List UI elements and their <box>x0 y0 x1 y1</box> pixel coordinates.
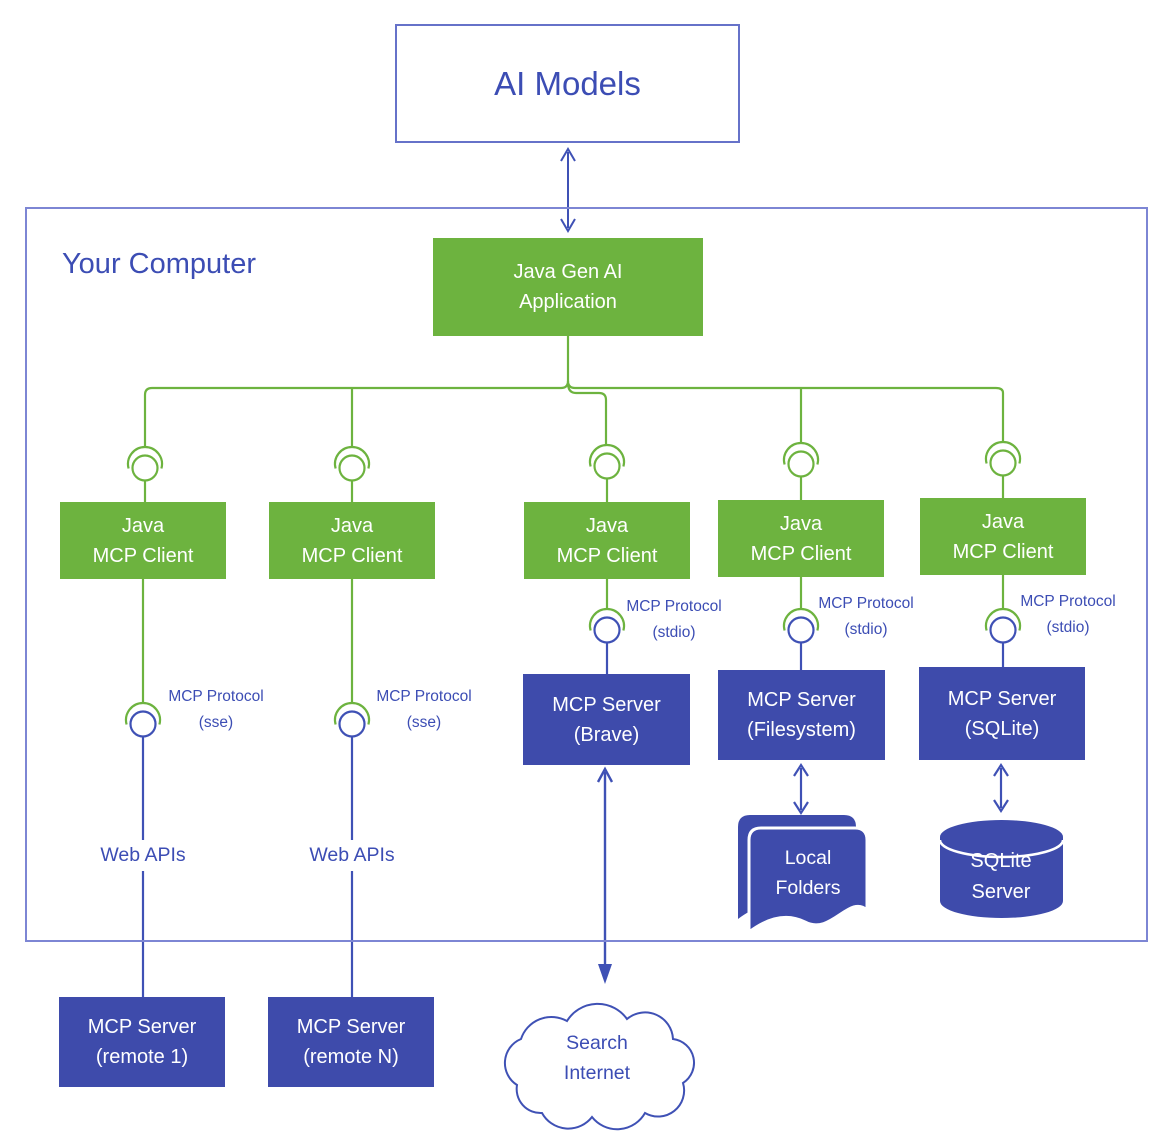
ai-models-node: AI Models <box>395 24 740 143</box>
client-2-line2: MCP Client <box>301 544 403 567</box>
mcp-protocol-stdio-label-4: MCP Protocol (stdio) <box>808 591 924 642</box>
java-mcp-client-4-node: Java MCP Client <box>718 500 884 577</box>
ai-app-double-arrow-icon <box>560 147 576 233</box>
client-1-line2: MCP Client <box>92 544 194 567</box>
server-remote1-line1: MCP Server <box>87 1016 197 1038</box>
internet-cloud-icon <box>503 1002 696 1131</box>
java-gen-ai-application-node: Java Gen AI Application <box>433 238 703 336</box>
client-5-line1: Java <box>981 510 1025 533</box>
mcp-protocol-sse-label-2: MCP Protocol (sse) <box>366 684 482 735</box>
mcp-protocol-sse-label-1: MCP Protocol (sse) <box>158 684 274 735</box>
server-remoteN-line2: (remote N) <box>303 1046 399 1068</box>
your-computer-label: Your Computer <box>62 248 256 280</box>
brave-internet-double-arrow-icon <box>596 766 614 984</box>
mcp-server-filesystem-node: MCP Server (Filesystem) <box>718 670 885 760</box>
local-folders-line1: Local <box>784 847 832 869</box>
server-remote1-line2: (remote 1) <box>95 1046 189 1068</box>
server-remoteN-line1: MCP Server <box>296 1016 406 1038</box>
protocol-line1: MCP Protocol <box>818 595 914 612</box>
client-branch-lines <box>141 336 1005 703</box>
mcp-protocol-stdio-label-3: MCP Protocol (stdio) <box>616 594 732 645</box>
local-folders-line2: Folders <box>775 877 841 900</box>
web-apis-label-2: Web APIs <box>292 842 412 869</box>
server-brave-line1: MCP Server <box>552 693 661 716</box>
mcp-server-remoteN-node: MCP Server (remote N) <box>268 997 434 1087</box>
sqlite-db-double-arrow-icon <box>993 762 1009 814</box>
client-1-line1: Java <box>121 514 165 537</box>
java-mcp-client-1-node: Java MCP Client <box>60 502 226 579</box>
client-4-line1: Java <box>779 512 823 535</box>
client-5-line2: MCP Client <box>952 540 1054 563</box>
server-sqlite-line2: (SQLite) <box>964 717 1040 740</box>
app-box-line2: Application <box>519 291 617 313</box>
protocol-line2: (stdio) <box>1046 618 1090 636</box>
protocol-line1: MCP Protocol <box>168 688 264 705</box>
app-box-line1: Java Gen AI <box>513 261 623 283</box>
ball-socket-connector-icon <box>124 608 1022 738</box>
server-filesystem-line1: MCP Server <box>747 689 856 711</box>
java-mcp-client-2-node: Java MCP Client <box>269 502 435 579</box>
protocol-line2: (stdio) <box>652 623 696 641</box>
web-apis-label-1: Web APIs <box>83 842 203 869</box>
database-cylinder-icon <box>938 820 1065 918</box>
protocol-line2: (sse) <box>406 713 442 731</box>
java-mcp-client-3-node: Java MCP Client <box>524 502 690 579</box>
mcp-protocol-stdio-label-5: MCP Protocol (stdio) <box>1010 589 1126 640</box>
mcp-server-brave-node: MCP Server (Brave) <box>523 674 690 765</box>
client-4-line2: MCP Client <box>750 542 852 565</box>
search-internet-label: Search Internet <box>532 1028 662 1088</box>
sqlite-server-label: SQLite Server <box>940 846 1062 908</box>
ball-socket-connector-icon <box>126 441 1022 482</box>
server-connection-lines <box>141 643 1005 997</box>
protocol-line2: (stdio) <box>844 620 888 638</box>
protocol-line2: (sse) <box>198 713 234 731</box>
mcp-server-remote1-node: MCP Server (remote 1) <box>59 997 225 1087</box>
filesystem-folders-double-arrow-icon <box>793 762 809 816</box>
search-internet-line2: Internet <box>563 1062 631 1085</box>
sqlite-server-line1: SQLite <box>970 850 1032 872</box>
client-2-line1: Java <box>330 514 374 537</box>
your-computer-container <box>25 207 1148 942</box>
client-3-line2: MCP Client <box>556 544 658 567</box>
local-folders-label: Local Folders <box>753 843 863 903</box>
ai-models-label: AI Models <box>494 64 641 102</box>
search-internet-line1: Search <box>566 1032 628 1054</box>
server-brave-line2: (Brave) <box>573 723 640 746</box>
local-folders-icon <box>738 815 869 935</box>
protocol-line1: MCP Protocol <box>626 598 722 615</box>
java-mcp-client-5-node: Java MCP Client <box>920 498 1086 575</box>
server-filesystem-line2: (Filesystem) <box>747 719 856 741</box>
mcp-server-sqlite-node: MCP Server (SQLite) <box>919 667 1085 760</box>
protocol-line1: MCP Protocol <box>1020 593 1116 610</box>
client-3-line1: Java <box>585 514 629 537</box>
server-sqlite-line1: MCP Server <box>947 687 1057 710</box>
sqlite-server-line2: Server <box>971 881 1031 903</box>
protocol-line1: MCP Protocol <box>376 688 472 705</box>
